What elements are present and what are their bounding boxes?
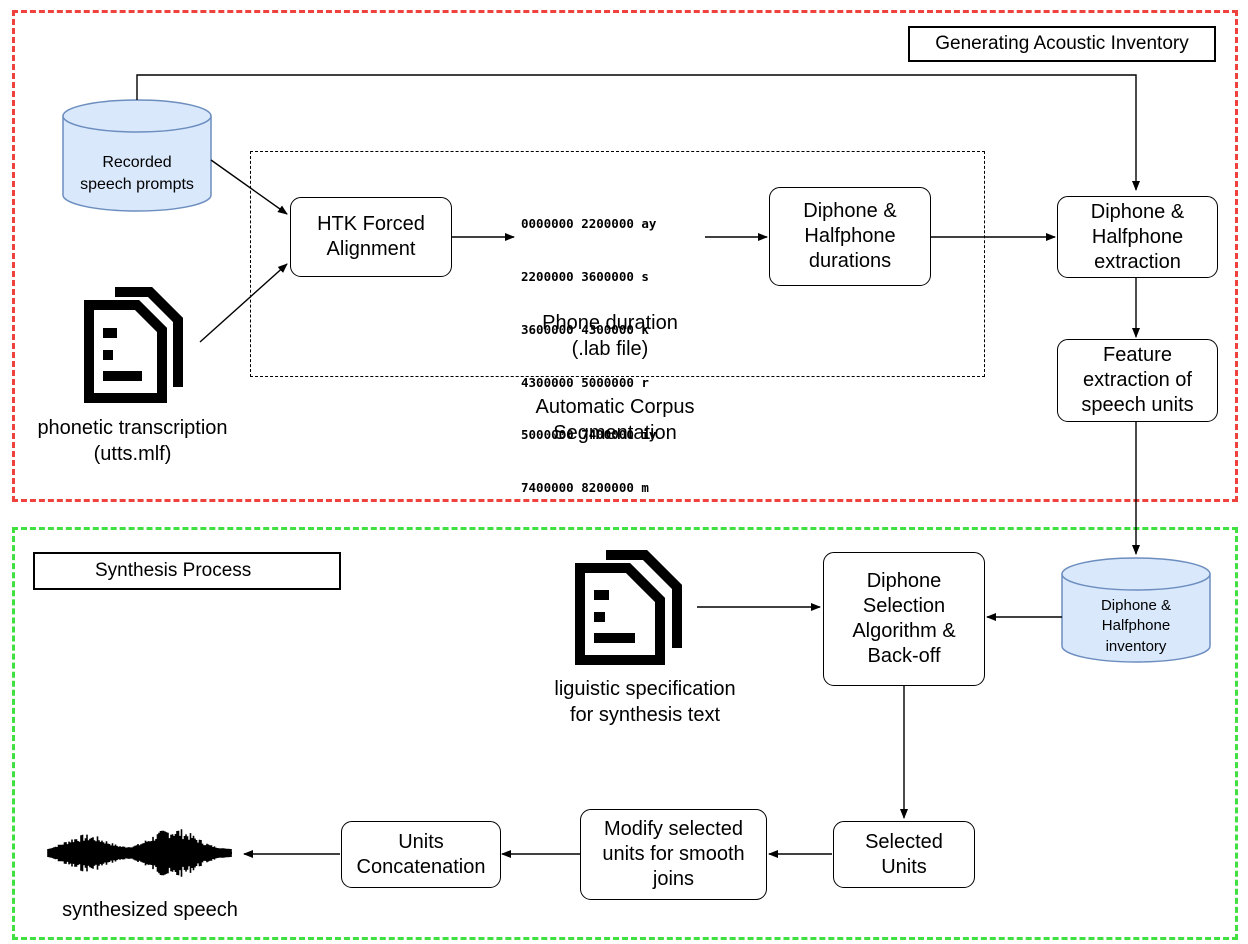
- recorded-speech-label: Recorded speech prompts: [80, 154, 194, 193]
- segmentation-label: Automatic Corpus Segmentation: [535, 396, 695, 444]
- synthesis-process-region: [12, 527, 1238, 940]
- lab-file-contents: 0000000 2200000 ay 2200000 3600000 s 360…: [521, 216, 657, 496]
- selected-units-box: Selected Units: [833, 821, 975, 888]
- synthesis-process-title: Synthesis Process: [33, 552, 341, 590]
- connectors: [136, 74, 1140, 858]
- inventory-label: Diphone & Halfphone inventory: [1100, 597, 1172, 655]
- linguistic-document-icon: [575, 550, 682, 665]
- diphone-halfphone-extraction-box: Diphone & Halfphone extraction: [1057, 196, 1218, 278]
- phonetic-document-icon: [84, 287, 183, 403]
- acoustic-inventory-title: Generating Acoustic Inventory: [908, 26, 1216, 62]
- waveform-icon: [47, 829, 232, 877]
- synthesized-speech-label: synthesized speech: [62, 899, 238, 921]
- acoustic-inventory-region: [12, 10, 1238, 502]
- feature-extraction-box: Feature extraction of speech units: [1057, 339, 1218, 422]
- modify-units-box: Modify selected units for smooth joins: [580, 809, 767, 900]
- diphone-selection-box: Diphone Selection Algorithm & Back-off: [823, 552, 985, 686]
- inventory-database-icon: [1061, 557, 1211, 663]
- recorded-speech-database-icon: [62, 99, 212, 212]
- diphone-halfphone-durations-box: Diphone & Halfphone durations: [769, 187, 931, 286]
- phonetic-transcription-label: phonetic transcription (utts.mlf): [37, 417, 228, 465]
- linguistic-specification-label: liguistic specification for synthesis te…: [554, 678, 736, 726]
- automatic-corpus-segmentation-region: [250, 151, 985, 377]
- units-concatenation-box: Units Concatenation: [341, 821, 501, 888]
- phone-duration-label: Phone duration (.lab file): [542, 312, 678, 360]
